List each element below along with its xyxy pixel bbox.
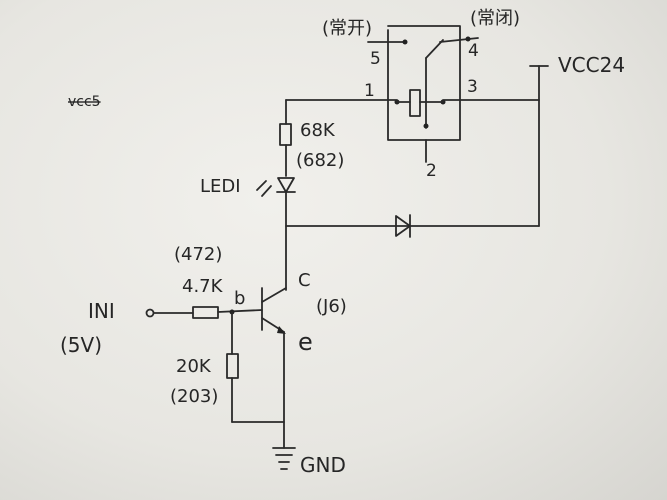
relay-pin5-label: 5 bbox=[370, 49, 381, 69]
resistor-68k bbox=[279, 123, 292, 146]
resistor-pulldown-value: 20K bbox=[176, 356, 212, 377]
input-voltage: (5V) bbox=[60, 333, 102, 357]
base-wire bbox=[217, 309, 263, 313]
relay-pin3-label: 3 bbox=[467, 77, 478, 97]
resistor-20k bbox=[226, 353, 239, 379]
relay-pin4-line bbox=[439, 37, 479, 43]
relay-pin1-label: 1 bbox=[364, 81, 375, 101]
resistor-68k-value: 68K bbox=[300, 120, 336, 141]
transistor-part-code: (J6) bbox=[316, 296, 347, 317]
transistor-collector-label: C bbox=[298, 270, 311, 291]
resistor-base-value: 4.7K bbox=[182, 276, 224, 297]
relay-pin4-label: 4 bbox=[468, 41, 479, 61]
input-name: INI bbox=[88, 299, 115, 323]
input-terminal bbox=[145, 308, 155, 318]
led-arrow-1 bbox=[261, 185, 272, 197]
vcc-label: VCC24 bbox=[558, 53, 625, 77]
relay-coil bbox=[409, 89, 421, 117]
transistor-base-label: b bbox=[234, 288, 245, 309]
led-arrow-2 bbox=[256, 180, 267, 191]
relay-nc-label: (常闭) bbox=[470, 8, 520, 29]
resistor-pulldown-code: (203) bbox=[170, 386, 218, 407]
relay-armature-dot bbox=[423, 123, 429, 129]
relay-switch-arm bbox=[425, 39, 444, 59]
relay-pin4-dot bbox=[465, 36, 471, 42]
transistor-emitter-label: e bbox=[298, 328, 313, 356]
resistor-68k-code: (682) bbox=[296, 150, 344, 171]
transistor-collector bbox=[261, 287, 287, 303]
diode-triangle bbox=[395, 215, 411, 237]
scribble-text: vcc5 bbox=[68, 94, 101, 110]
relay-outline bbox=[387, 25, 461, 141]
ground-label: GND bbox=[300, 453, 346, 477]
led-triangle bbox=[277, 177, 295, 193]
relay-no-label: (常开) bbox=[322, 18, 372, 39]
resistor-4-7k bbox=[192, 306, 219, 319]
relay-pin2-label: 2 bbox=[426, 161, 437, 181]
led-label: LEDI bbox=[200, 176, 241, 197]
resistor-base-code: (472) bbox=[174, 244, 222, 265]
relay-pin5-dot bbox=[402, 39, 408, 45]
